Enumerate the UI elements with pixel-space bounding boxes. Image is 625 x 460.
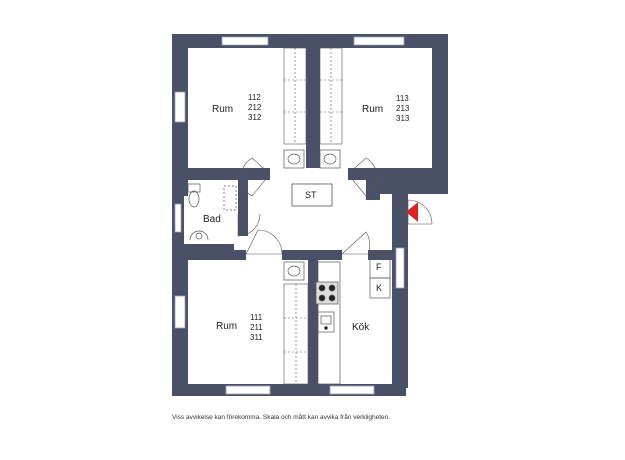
fridge-label: K xyxy=(376,283,382,293)
room-name-top-left: Rum xyxy=(212,104,233,115)
room-number-top-right-1: 113 xyxy=(396,94,409,103)
disclaimer-text: Viss avvikelse kan förekomma. Skala och … xyxy=(172,414,391,421)
kitchen-fixtures xyxy=(315,255,391,385)
freezer-label: F xyxy=(376,262,382,272)
storage-box xyxy=(291,183,333,207)
room-name-bath: Bad xyxy=(203,214,221,225)
room-number-top-left-3: 312 xyxy=(248,113,262,122)
door-swings xyxy=(237,157,433,255)
room-number-top-right-3: 313 xyxy=(396,114,410,123)
room-number-bottom-left-1: 111 xyxy=(250,313,263,322)
room-number-top-left-2: 212 xyxy=(248,103,262,112)
windows xyxy=(174,36,405,395)
bathroom-fixtures xyxy=(187,183,237,241)
room-name-top-right: Rum xyxy=(362,104,383,115)
room-number-top-left-1: 112 xyxy=(248,93,261,102)
room-name-bottom-left: Rum xyxy=(216,321,237,332)
storage-label: ST xyxy=(305,190,317,200)
room-number-bottom-left-3: 311 xyxy=(250,333,263,342)
room-number-bottom-left-2: 211 xyxy=(250,323,263,332)
entrance-marker-icon xyxy=(406,202,418,222)
wash-basins xyxy=(283,149,341,281)
room-number-top-right-2: 213 xyxy=(396,104,410,113)
room-name-kitchen: Kök xyxy=(352,322,370,333)
closets xyxy=(283,47,343,385)
